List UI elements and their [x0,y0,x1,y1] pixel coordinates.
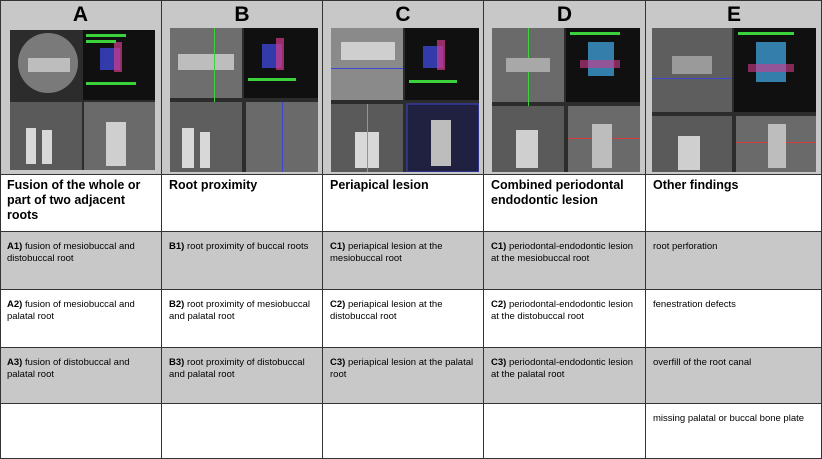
row-text: periodontal-endodontic lesion at the mes… [491,241,634,264]
column-header: A [0,0,161,174]
cbct-scan-image [170,28,318,172]
row-code: A2) [7,299,23,310]
row-text: periodontal-endodontic lesion at the dis… [491,299,634,322]
row-divider [0,174,822,175]
column-header: E [646,0,822,174]
column-title: Fusion of the whole or part of two adjac… [0,174,161,231]
cbct-scan-image [492,28,640,172]
column-c: C Periapical les [323,0,483,459]
table-row: B3) root proximity of distobuccal and pa… [162,347,322,403]
column-letter: A [72,3,89,26]
row-divider [0,231,822,232]
table-row: A1) fusion of mesiobuccal and distobucca… [0,231,161,289]
row-code: C3) [491,357,507,368]
row-code: B2) [169,299,185,310]
column-letter: C [395,3,411,26]
table-row [484,403,645,459]
row-text: fusion of distobuccal and palatal root [7,357,130,380]
row-text: overfill of the root canal [653,357,752,368]
row-code: A3) [7,357,23,368]
table-row [162,403,322,459]
row-code: A1) [7,241,23,252]
row-code: B1) [169,241,185,252]
column-letter: D [556,3,573,26]
table-row: C1) periodontal-endodontic lesion at the… [484,231,645,289]
row-text: missing palatal or buccal bone plate [653,413,805,424]
column-title: Other findings [646,174,822,231]
row-code: C1) [330,241,346,252]
table-row [323,403,483,459]
column-divider [322,0,323,459]
row-text: periodontal-endodontic lesion at the pal… [491,357,634,380]
row-text: fusion of mesiobuccal and palatal root [7,299,135,322]
row-code: B3) [169,357,185,368]
table-row: A2) fusion of mesiobuccal and palatal ro… [0,289,161,347]
row-text: root perforation [653,241,718,252]
cbct-scan-image [652,28,816,172]
table-row: A3) fusion of distobuccal and palatal ro… [0,347,161,403]
table-row [0,403,161,459]
table-row: B2) root proximity of mesiobuccal and pa… [162,289,322,347]
column-header: D [484,0,645,174]
table-row: overfill of the root canal [646,347,822,403]
row-code: C2) [330,299,346,310]
column-header: C [323,0,483,174]
table-row: root perforation [646,231,822,289]
row-text: periapical lesion at the mesiobuccal roo… [330,241,443,264]
table-row: C1) periapical lesion at the mesiobuccal… [323,231,483,289]
row-divider [0,403,822,404]
row-text: root proximity of buccal roots [186,241,309,252]
table-row: C2) periodontal-endodontic lesion at the… [484,289,645,347]
row-divider [0,289,822,290]
row-divider [0,347,822,348]
column-title: Root proximity [162,174,322,231]
table-row: C3) periodontal-endodontic lesion at the… [484,347,645,403]
row-text: fusion of mesiobuccal and distobuccal ro… [7,241,135,264]
table-row: C2) periapical lesion at the distobuccal… [323,289,483,347]
column-letter: E [726,3,741,26]
cbct-scan-image [10,30,155,170]
table-row: C3) periapical lesion at the palatal roo… [323,347,483,403]
row-text: periapical lesion at the palatal root [330,357,474,380]
row-text: periapical lesion at the distobuccal roo… [330,299,443,322]
column-a: A Fus [0,0,161,459]
row-text: root proximity of mesiobuccal and palata… [169,299,310,322]
column-title: Combined periodontal endodontic lesion [484,174,645,231]
column-divider [483,0,484,459]
table-row: fenestration defects [646,289,822,347]
table-row: missing palatal or buccal bone plate [646,403,822,459]
row-text: fenestration defects [653,299,736,310]
column-b: B Root proximity [162,0,322,459]
cbct-scan-image [331,28,479,172]
column-header: B [162,0,322,174]
row-code: C2) [491,299,507,310]
column-title: Periapical lesion [323,174,483,231]
table-row: B1) root proximity of buccal roots [162,231,322,289]
row-code: C1) [491,241,507,252]
row-code: C3) [330,357,346,368]
column-e: E Other findings [646,0,822,459]
row-text: root proximity of distobuccal and palata… [169,357,305,380]
column-d: D Combined perio [484,0,645,459]
column-divider [645,0,646,459]
column-divider [161,0,162,459]
column-letter: B [234,3,250,26]
